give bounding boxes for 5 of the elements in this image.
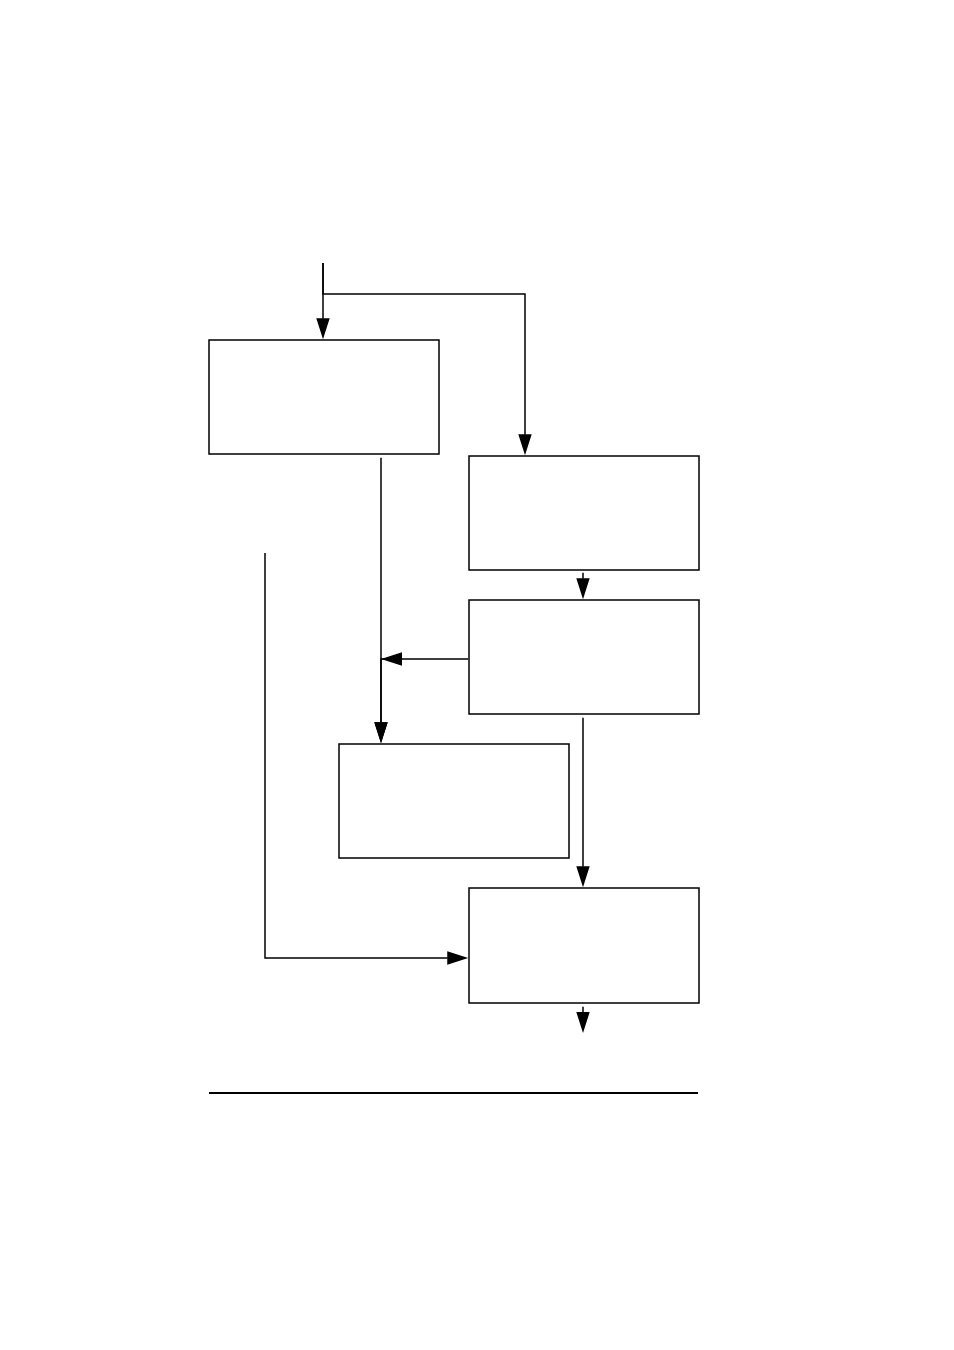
process-box xyxy=(468,455,700,571)
process-box xyxy=(468,599,700,715)
process-box xyxy=(208,339,440,455)
process-box xyxy=(338,743,570,859)
process-box xyxy=(468,887,700,1004)
